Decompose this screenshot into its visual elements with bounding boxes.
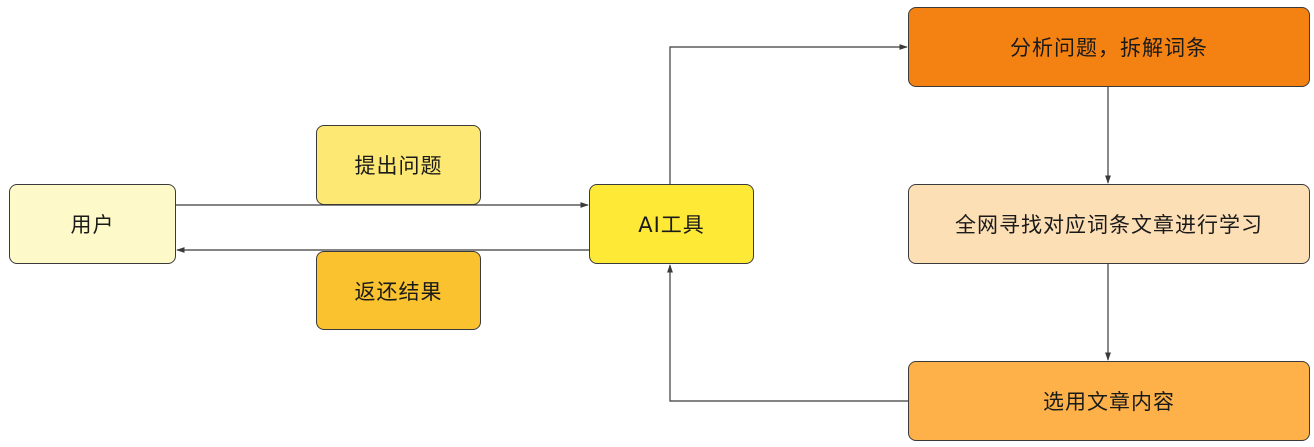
node-select-content-label: 选用文章内容 bbox=[1043, 390, 1175, 414]
node-ask-question-label: 提出问题 bbox=[354, 154, 443, 178]
node-analyze-label: 分析问题，拆解词条 bbox=[1010, 36, 1208, 60]
node-user: 用户 bbox=[9, 184, 176, 264]
node-return-result: 返还结果 bbox=[316, 251, 481, 330]
node-ai-tool: AI工具 bbox=[589, 184, 754, 264]
node-search-learn: 全网寻找对应词条文章进行学习 bbox=[908, 184, 1310, 264]
node-search-learn-label: 全网寻找对应词条文章进行学习 bbox=[955, 213, 1263, 237]
node-return-result-label: 返还结果 bbox=[354, 279, 443, 304]
node-select-content: 选用文章内容 bbox=[908, 361, 1310, 441]
node-ask-question: 提出问题 bbox=[316, 125, 481, 205]
node-user-label: 用户 bbox=[70, 213, 115, 237]
node-analyze: 分析问题，拆解词条 bbox=[908, 7, 1310, 87]
edge-ai-to-analyze bbox=[669, 44, 908, 184]
edge-select-to-ai bbox=[667, 264, 908, 402]
node-ai-tool-label: AI工具 bbox=[638, 213, 705, 237]
